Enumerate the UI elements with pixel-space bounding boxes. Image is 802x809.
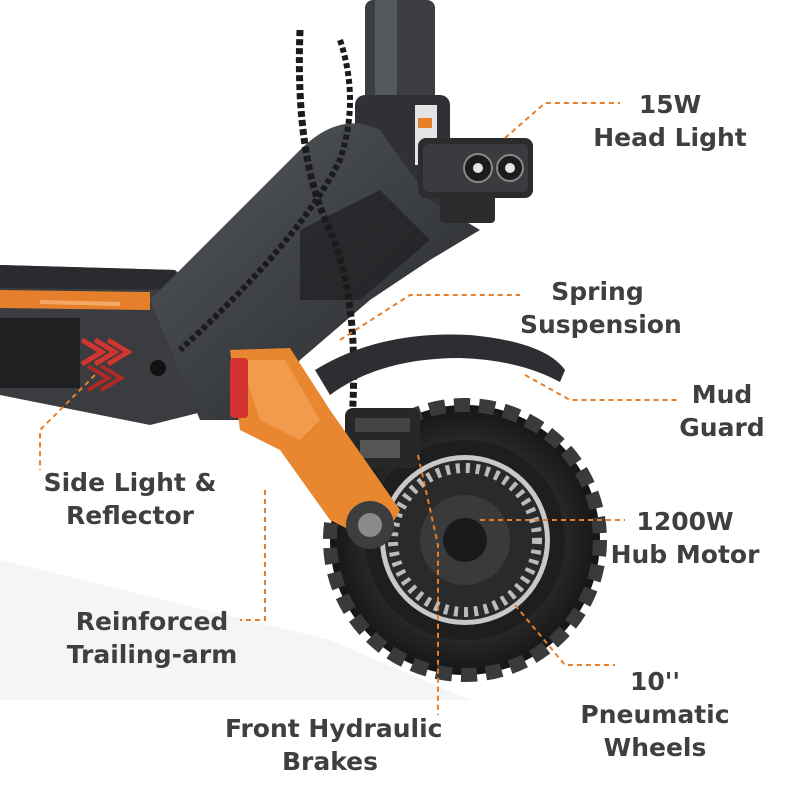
label-head-light: 15W Head Light [593,90,747,152]
label-wheels: 10'' Pneumatic Wheels [580,667,730,762]
mud-guard [315,334,565,395]
label-side-light: Side Light & Reflector [43,468,217,530]
head-light-icon [418,138,533,223]
brake-caliper [345,408,420,468]
trailing-arm [230,348,400,549]
label-hub-motor: 1200W Hub Motor [610,507,760,569]
label-trailing-arm: Reinforced Trailing-arm [66,607,238,669]
floor-shadow [0,560,470,700]
callout-leaders [39,102,680,715]
power-cable [177,39,353,353]
label-mud-guard: Mud Guard [679,380,765,442]
steering-stem [355,0,450,210]
label-spring-suspension: Spring Suspension [520,277,682,339]
brake-cable [295,29,358,421]
side-light-icon [80,337,133,392]
front-wheel [323,398,607,682]
label-brakes: Front Hydraulic Brakes [225,714,443,776]
